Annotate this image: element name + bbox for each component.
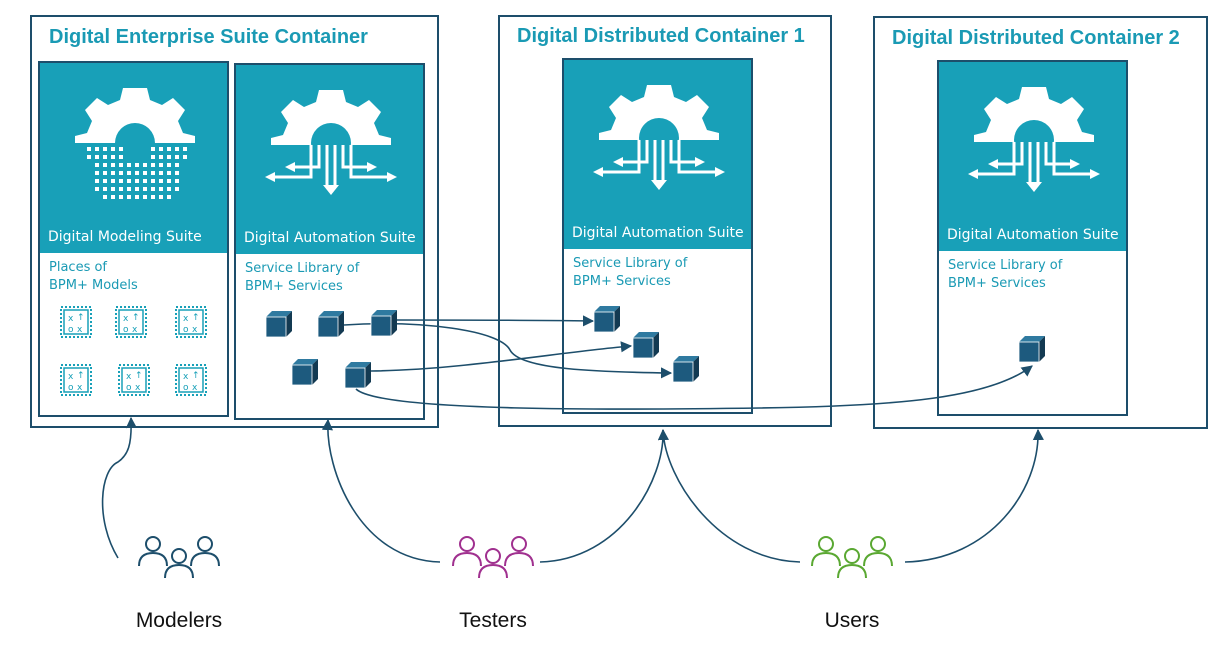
suite-header: Digital Modeling Suite: [40, 63, 227, 253]
container-title: Digital Enterprise Suite Container: [49, 26, 368, 48]
service-library-label: Service Library of BPM+ Services: [573, 256, 688, 289]
role-label-users: Users: [824, 609, 880, 632]
cube-icon: [291, 358, 319, 386]
container-title: Digital Distributed Container 1: [517, 25, 805, 47]
process-model-icon: [118, 364, 150, 396]
cube-icon: [344, 361, 372, 389]
users-connector: [904, 428, 1044, 563]
suite-header: Digital Automation Suite: [939, 62, 1126, 251]
service-library-label: Service Library of BPM+ Services: [948, 258, 1063, 291]
deploy-connector: [396, 315, 595, 327]
gear-arrows-icon: [593, 85, 725, 190]
cube-icon: [593, 305, 621, 333]
container-title: Digital Distributed Container 2: [892, 27, 1180, 49]
role-label-modelers: Modelers: [135, 609, 223, 632]
places-label: Places of BPM+ Models: [49, 260, 138, 293]
process-model-icon: [175, 364, 207, 396]
people-group-icon: [811, 536, 893, 579]
cube-icon: [672, 355, 700, 383]
gear-arrows-icon: [265, 90, 397, 195]
users-connector: [662, 429, 801, 563]
process-model-icon: [60, 306, 92, 338]
cube-icon: [632, 331, 660, 359]
process-model-icon: [60, 364, 92, 396]
gear-arrows-icon: [968, 87, 1100, 192]
people-group-icon: [138, 536, 220, 579]
suite-name: Digital Modeling Suite: [48, 229, 202, 245]
testers-connector: [539, 428, 669, 563]
testers-connector: [321, 418, 441, 563]
gear-dotted-icon: [75, 88, 195, 199]
process-model-icon: [175, 306, 207, 338]
automation-suite-panel-enterprise: Digital Automation Suite Service Library…: [234, 63, 425, 420]
suite-name: Digital Automation Suite: [947, 227, 1119, 243]
service-library-label: Service Library of BPM+ Services: [245, 261, 360, 294]
suite-name: Digital Automation Suite: [572, 225, 744, 241]
automation-suite-panel-container-1: Digital Automation Suite Service Library…: [562, 58, 753, 414]
process-model-icon: [115, 306, 147, 338]
deploy-connector: [355, 365, 1033, 410]
people-group-icon: [452, 536, 534, 579]
cube-icon: [317, 310, 345, 338]
modelers-connector: [101, 416, 137, 559]
deploy-connector: [370, 341, 633, 372]
suite-header: Digital Automation Suite: [236, 65, 423, 254]
cube-icon: [265, 310, 293, 338]
cube-icon: [1018, 335, 1046, 363]
modeling-suite-panel: Digital Modeling Suite Places of BPM+ Mo…: [38, 61, 229, 417]
cube-icon: [370, 309, 398, 337]
role-label-testers: Testers: [459, 609, 527, 632]
automation-suite-panel-container-2: Digital Automation Suite Service Library…: [937, 60, 1128, 416]
suite-name: Digital Automation Suite: [244, 230, 416, 246]
suite-header: Digital Automation Suite: [564, 60, 751, 249]
deploy-connector: [343, 322, 673, 379]
